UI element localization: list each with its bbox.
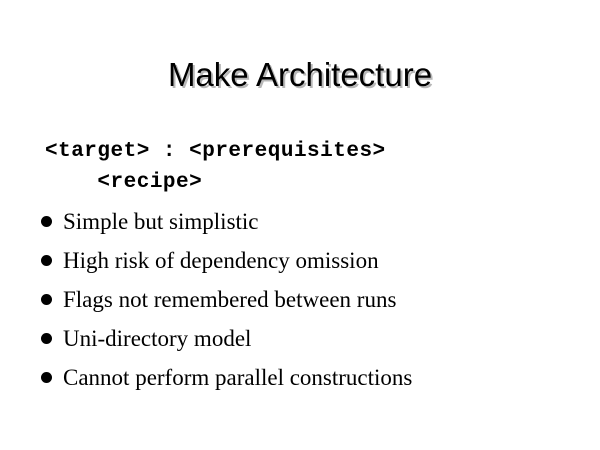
list-item-label: Simple but simplistic	[63, 209, 259, 234]
code-line-target-prerequisites: <target> : <prerequisites>	[45, 140, 386, 163]
list-item-label: High risk of dependency omission	[63, 248, 379, 273]
filled-circle-bullet-icon	[41, 294, 52, 305]
list-item: High risk of dependency omission	[41, 246, 581, 285]
list-item: Uni-directory model	[41, 324, 581, 363]
list-item: Simple but simplistic	[41, 207, 581, 246]
bullet-list: Simple but simplistic High risk of depen…	[41, 207, 581, 402]
filled-circle-bullet-icon	[41, 255, 52, 266]
code-line-recipe: <recipe>	[45, 171, 203, 194]
list-item: Flags not remembered between runs	[41, 285, 581, 324]
list-item-label: Cannot perform parallel constructions	[63, 365, 413, 390]
filled-circle-bullet-icon	[41, 216, 52, 227]
list-item: Cannot perform parallel constructions	[41, 363, 581, 402]
list-item-label: Flags not remembered between runs	[63, 287, 397, 312]
list-item-label: Uni-directory model	[63, 326, 252, 351]
filled-circle-bullet-icon	[41, 372, 52, 383]
page-title: Make Architecture	[167, 56, 433, 93]
filled-circle-bullet-icon	[41, 333, 52, 344]
code-block: <target> : <prerequisites> <recipe>	[45, 136, 565, 198]
